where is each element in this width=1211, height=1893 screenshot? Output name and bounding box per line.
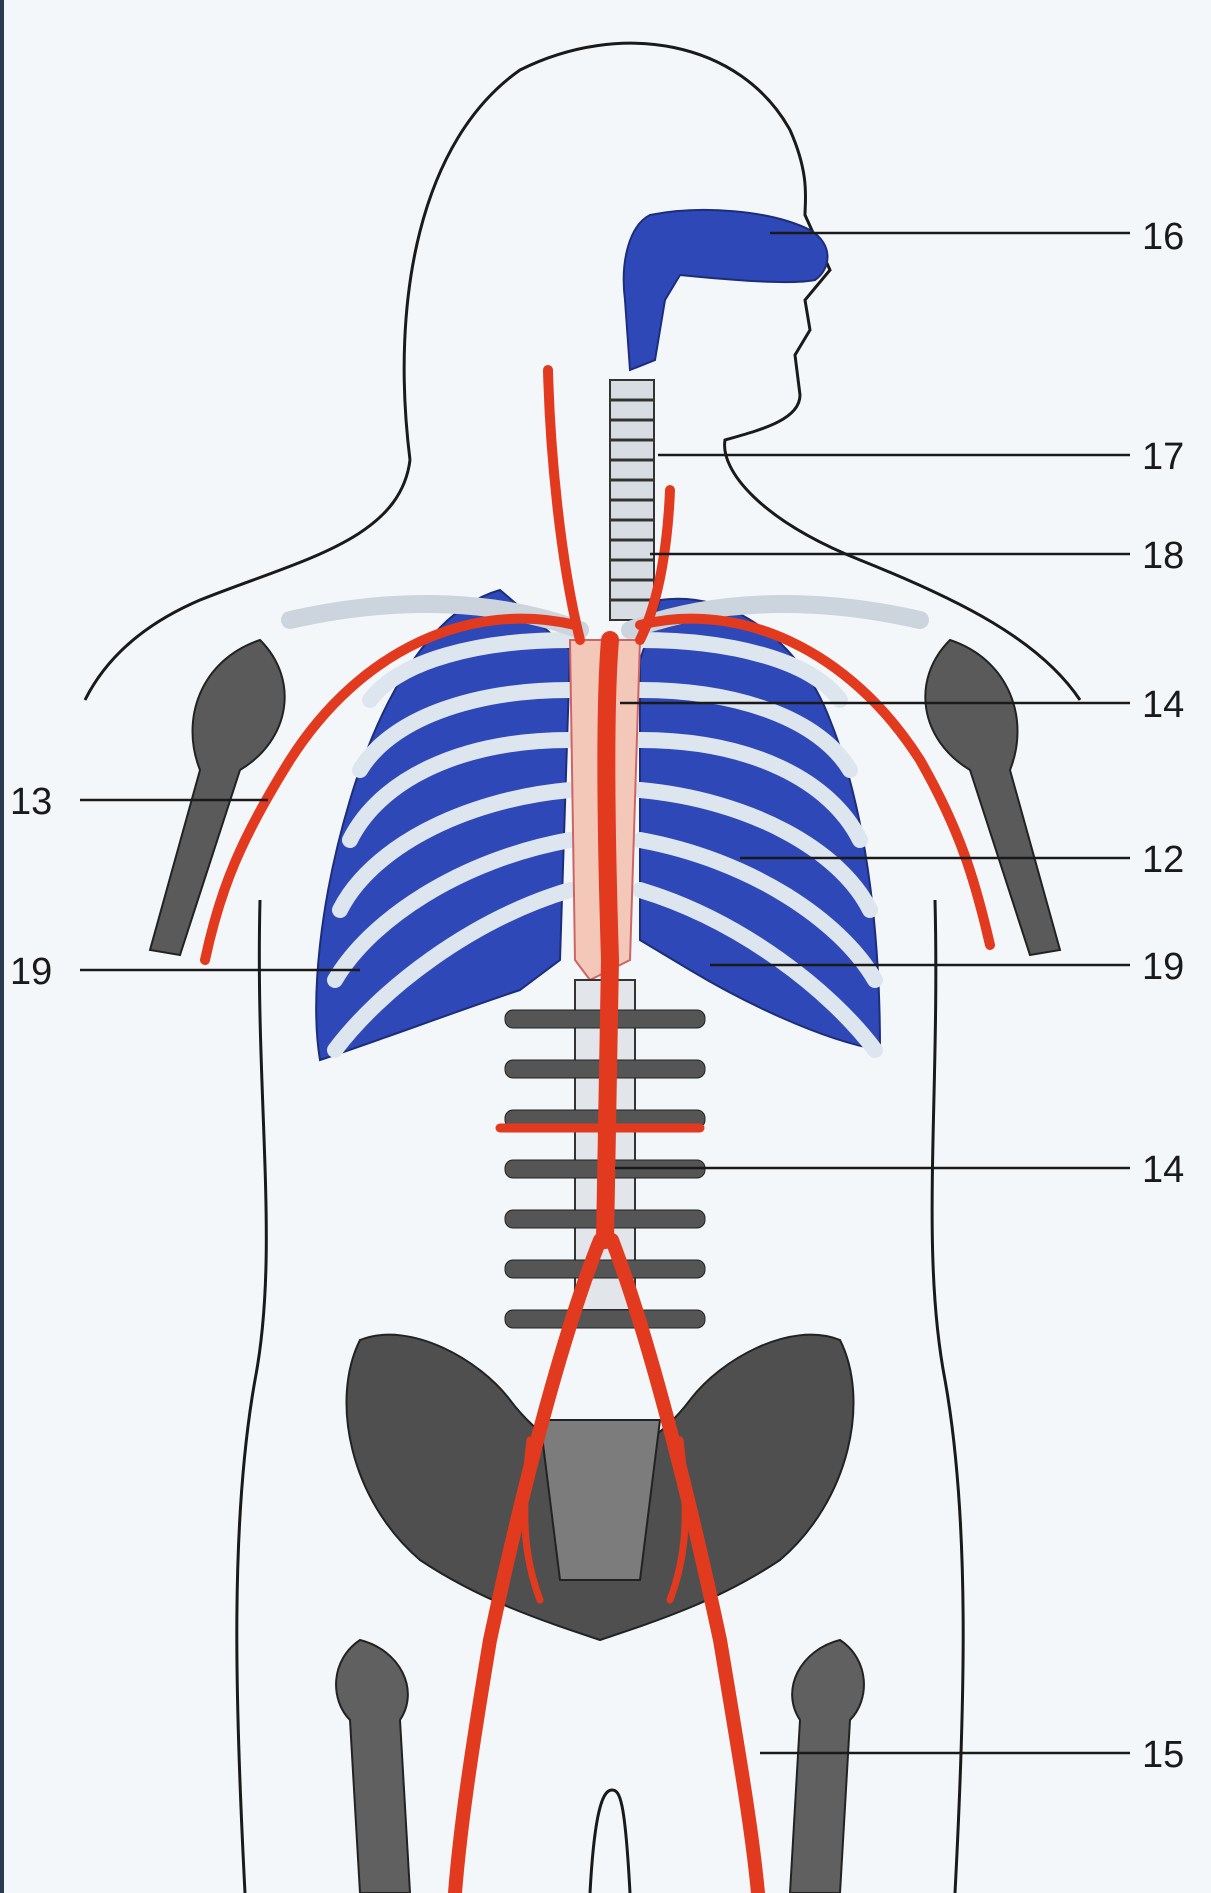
arteries [205, 370, 990, 1893]
label-femoral: 15 [1142, 1736, 1184, 1774]
trachea [610, 380, 654, 620]
label-aorta-abdominal: 14 [1142, 1151, 1184, 1189]
label-larynx: 17 [1142, 438, 1184, 476]
label-subclavian: 13 [10, 783, 52, 821]
femur-left [790, 1640, 864, 1893]
label-diaphragm-right: 19 [10, 953, 52, 991]
sacrum [540, 1420, 660, 1580]
label-nasal: 16 [1142, 218, 1184, 256]
label-trachea: 18 [1142, 537, 1184, 575]
label-lung: 12 [1142, 841, 1184, 879]
aorta [605, 640, 610, 1240]
label-aorta-upper: 14 [1142, 686, 1184, 724]
femur-right [336, 1640, 410, 1893]
label-diaphragm-left: 19 [1142, 948, 1184, 986]
carotid-right [548, 370, 580, 640]
